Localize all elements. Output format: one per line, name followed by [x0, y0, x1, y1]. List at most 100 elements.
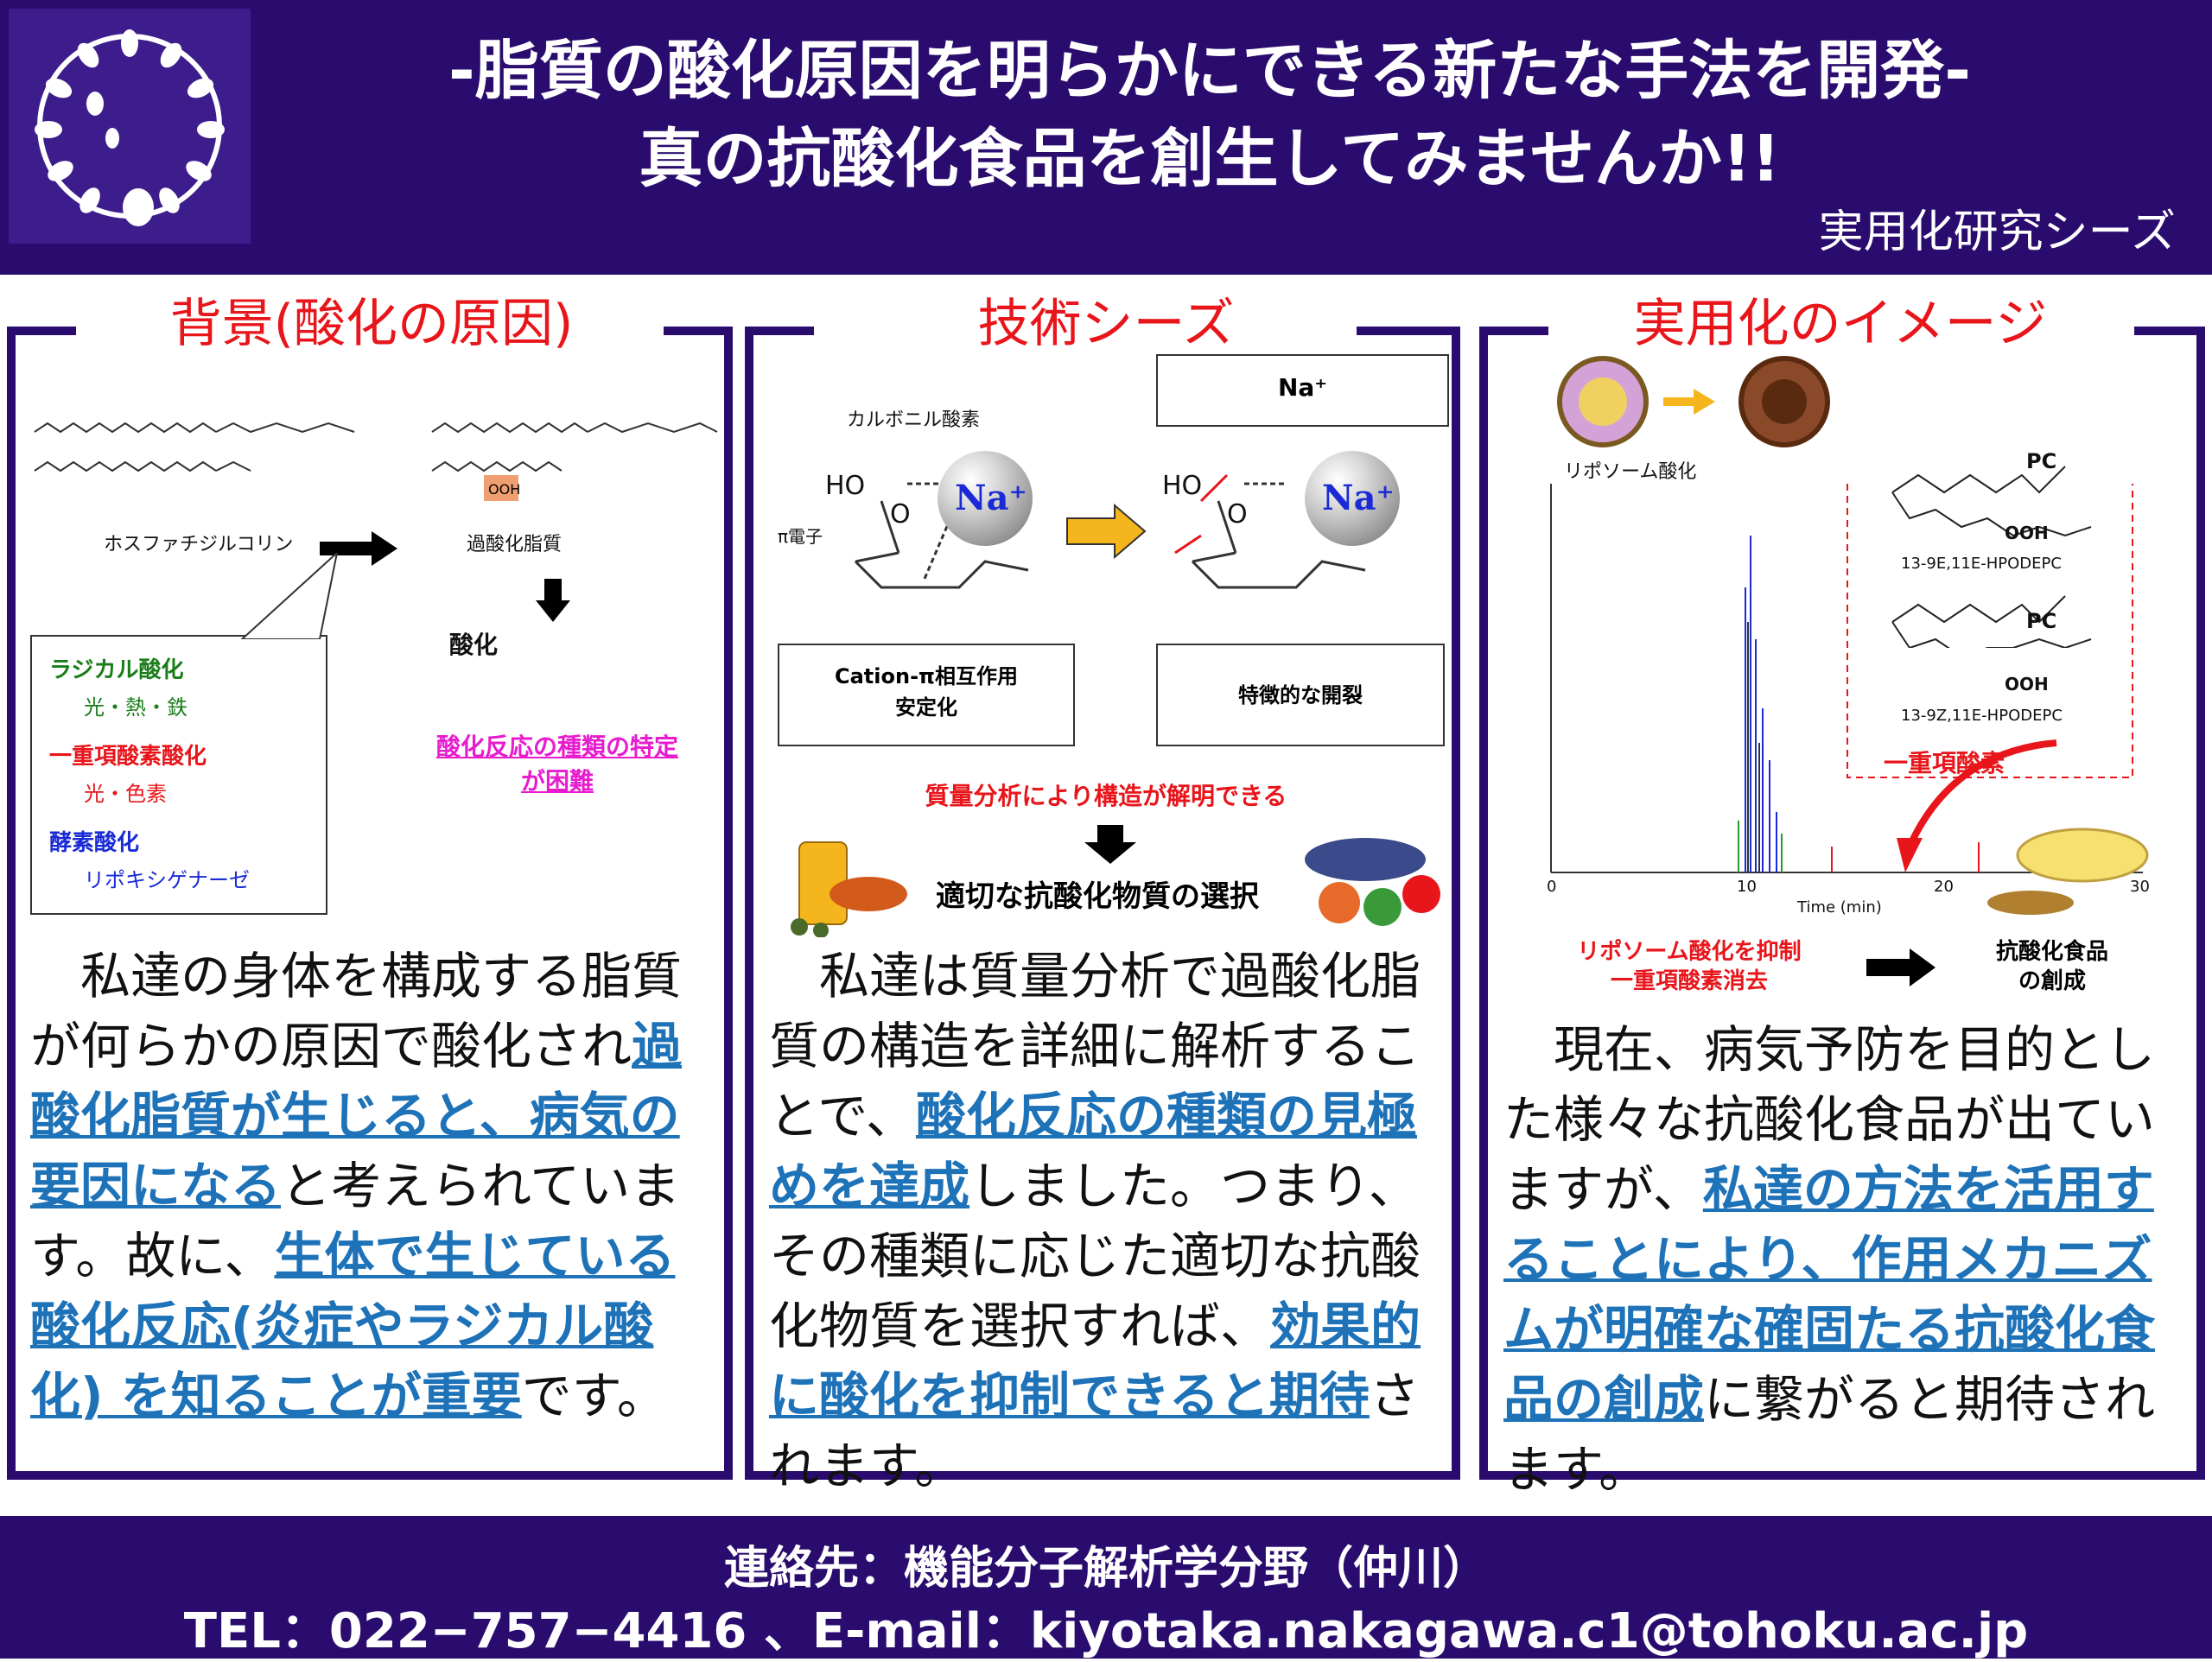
- ooh-label-2: OOH: [2005, 674, 2049, 695]
- title-line-2: 真の抗酸化食品を創生してみませんか!!: [639, 122, 1781, 196]
- diagram-caption-right: 過酸化脂質: [467, 534, 563, 555]
- x-tick: 10: [1737, 878, 1757, 896]
- logo: [9, 9, 251, 244]
- ooh-label: OOH: [488, 481, 520, 498]
- food-illustration-icon: [791, 841, 907, 937]
- ooh-label-1: OOH: [2005, 523, 2049, 543]
- application-result-text: 抗酸化食品 の創成: [1953, 937, 2152, 996]
- column-top-bar: [1357, 327, 1460, 335]
- cation-pi-callout-text: Cation-π相互作用 安定化: [834, 664, 1019, 720]
- x-tick: 20: [1934, 878, 1954, 896]
- liposome-illustration-icon: [1557, 356, 1830, 447]
- body-text-span: されます。: [769, 1367, 1420, 1495]
- section-title-application: 実用化のイメージ: [1633, 294, 2048, 354]
- pc-label-1: PC: [2026, 449, 2057, 473]
- magenta-note: 酸化反応の種類の特定 が困難: [415, 730, 700, 799]
- footer-banner: 連絡先：機能分子解析学分野（仲川） TEL：022−757−4416 、E-ma…: [0, 1516, 2212, 1659]
- section-title-background: 背景(酸化の原因): [169, 294, 574, 354]
- cation-pi-structure: [854, 473, 1366, 589]
- label-o-2: O: [1227, 499, 1248, 530]
- x-axis-label: Time (min): [1797, 898, 1882, 917]
- oil-bowl-icon: [1987, 828, 2149, 915]
- body-text-span: です。: [521, 1367, 667, 1425]
- legend-enzyme: 酵素酸化: [49, 830, 140, 856]
- na-top-callout: Na⁺: [1156, 354, 1449, 427]
- magenta-note-line: 酸化反応の種類の特定: [435, 733, 678, 761]
- column-technology: [745, 327, 1460, 1480]
- body-text-span: 私達の身体を構成する脂質が何らかの原因で酸化され: [30, 947, 683, 1075]
- cleavage-callout: 特徴的な開裂: [1156, 644, 1445, 746]
- label-ho-2: HO: [1162, 471, 1203, 501]
- section-title-technology: 技術シーズ: [977, 294, 1235, 354]
- column-background: [7, 327, 733, 1480]
- lipid-structure-diagram: OOH: [34, 422, 718, 501]
- body-text-span: と考えられています。故に、: [30, 1157, 681, 1285]
- sodium-label: Na⁺: [1322, 478, 1395, 518]
- column-top-bar: [745, 327, 814, 335]
- body-text-span: 現在、病気予防を目的とした様々な抗酸化食品が出ていますが、: [1503, 1020, 2156, 1219]
- emphasis-text: 生体で生じている酸化反応(炎症やラジカル酸化) を知ることが重要: [30, 1227, 676, 1425]
- label-pi: π電子: [778, 526, 823, 547]
- column-top-bar: [7, 327, 76, 335]
- legend-radical-sub: 光・熱・鉄: [84, 695, 188, 720]
- label-ho: HO: [825, 471, 866, 501]
- seafood-illustration-icon: [1305, 838, 1440, 926]
- cleavage-callout-text: 特徴的な開裂: [1238, 683, 1363, 707]
- background-body-text: 私達の身体を構成する脂質が何らかの原因で酸化され過酸化脂質が生じると、病気の要因…: [30, 942, 713, 1431]
- ms-result-line: 質量分析により構造が解明できる: [925, 782, 1287, 810]
- ooh-highlight: [484, 475, 518, 501]
- label-carbonyl: カルボニル酸素: [847, 409, 981, 431]
- body-text-span: しました。つまり、その種類に応じた適切な抗酸化物質を選択すれば、: [769, 1157, 1421, 1355]
- struct-label-1: 13-9E,11E-HPODEPC: [1901, 555, 2062, 573]
- pc-label-2: PC: [2026, 609, 2057, 633]
- sodium-ion-ball: [938, 451, 1033, 546]
- application-red-text: リポソーム酸化を抑制 一重項酸素消去: [1516, 937, 1862, 996]
- application-red-line: リポソーム酸化を抑制: [1577, 939, 1802, 965]
- application-result-line: 抗酸化食品: [1995, 939, 2108, 965]
- legend-singlet-sub: 光・色素: [84, 782, 167, 806]
- x-tick: 0: [1547, 878, 1557, 896]
- x-tick: 30: [2130, 878, 2150, 896]
- arrow-down-icon: [1084, 825, 1136, 864]
- contact-line: 連絡先：機能分子解析学分野（仲川）: [723, 1543, 1488, 1595]
- sodium-label: Na⁺: [955, 478, 1027, 518]
- application-body-text: 現在、病気予防を目的とした様々な抗酸化食品が出ていますが、私達の方法を活用するこ…: [1503, 1015, 2186, 1505]
- legend-radical: ラジカル酸化: [49, 657, 184, 683]
- application-red-line: 一重項酸素消去: [1610, 968, 1768, 994]
- header-banner: -脂質の酸化原因を明らかにできる新たな手法を開発- 真の抗酸化食品を創生してみま…: [0, 0, 2212, 275]
- antioxidant-selection-label: 適切な抗酸化物質の選択: [936, 879, 1259, 914]
- column-top-bar: [664, 327, 733, 335]
- na-top-callout-text: Na⁺: [1277, 373, 1328, 402]
- column-top-bar: [2134, 327, 2205, 335]
- liposome-caption: リポソーム酸化: [1564, 461, 1697, 483]
- oxidation-types-callout: ラジカル酸化 光・熱・鉄 一重項酸素酸化 光・色素 酵素酸化 リポキシゲナーゼ: [30, 635, 327, 915]
- column-application: [1479, 327, 2205, 1480]
- callout-pointer: [240, 553, 339, 639]
- title-line-1: -脂質の酸化原因を明らかにできる新たな手法を開発-: [448, 34, 1971, 108]
- magenta-note-line: が困難: [520, 767, 594, 796]
- wreath-logo-icon: [35, 29, 225, 226]
- subtitle: 実用化研究シーズ: [1818, 206, 2176, 258]
- body-text-span: に繋がると期待されます。: [1503, 1370, 2156, 1499]
- legend-enzyme-sub: リポキシゲナーゼ: [84, 868, 250, 892]
- emphasis-text: 酸化反応の種類の見極めを達成: [769, 1087, 1417, 1215]
- application-result-line: の創成: [2018, 968, 2086, 994]
- label-o: O: [890, 499, 911, 530]
- emphasis-text: 過酸化脂質が生じると、病気の要因になる: [30, 1017, 683, 1215]
- column-top-bar: [1479, 327, 1548, 335]
- struct-label-2: 13-9Z,11E-HPODEPC: [1901, 707, 2063, 725]
- arrow-right-icon: [320, 531, 397, 566]
- arrow-right-icon: [1066, 503, 1147, 560]
- cation-pi-callout: Cation-π相互作用 安定化: [778, 644, 1075, 746]
- singlet-oxygen-label: 一重項酸素: [1884, 749, 2005, 777]
- arrow-down-icon: [536, 579, 570, 622]
- oxidation-caption: 酸化: [449, 631, 499, 659]
- technology-body-text: 私達は質量分析で過酸化脂質の構造を詳細に解析することで、酸化反応の種類の見極めを…: [769, 942, 1447, 1501]
- hpode-structures: [1891, 466, 2092, 648]
- tel-email-line[interactable]: TEL：022−757−4416 、E-mail：kiyotaka.nakaga…: [183, 1603, 2029, 1659]
- emphasis-text: 効果的に酸化を抑制できると期待: [769, 1297, 1421, 1425]
- arrow-right-icon: [1866, 948, 1936, 986]
- sodium-ion-ball: [1305, 451, 1400, 546]
- diagram-caption-left: ホスファチジルコリン: [104, 534, 294, 555]
- legend-singlet: 一重項酸素酸化: [49, 744, 207, 770]
